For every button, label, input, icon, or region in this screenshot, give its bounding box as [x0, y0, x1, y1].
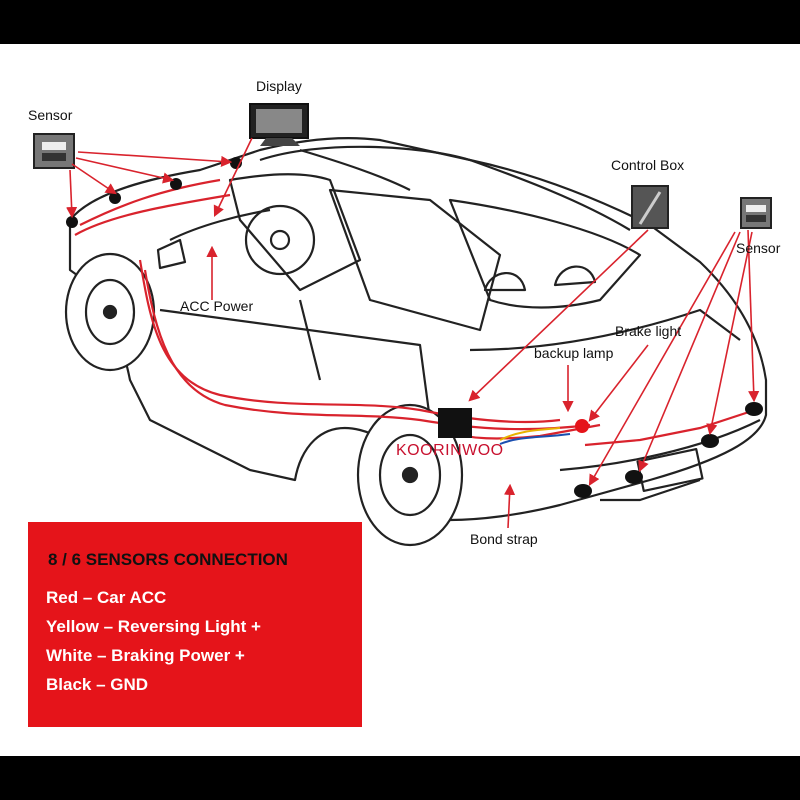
connector-lines: [66, 137, 760, 529]
legend-title: 8 / 6 SENSORS CONNECTION: [48, 550, 288, 569]
diagram-canvas: Display Sensor Control Box Sensor ACC Po…: [0, 44, 800, 756]
front-sensor-dots: [66, 157, 242, 228]
control-box-device: [631, 185, 669, 229]
legend-line-white: White – Braking Power +: [46, 646, 245, 665]
watermark: KOORINWOO: [396, 442, 504, 459]
legend-line-black: Black – GND: [46, 675, 149, 694]
label-control-box: Control Box: [611, 157, 685, 173]
label-sensor-rear: Sensor: [736, 240, 781, 256]
label-display: Display: [256, 78, 302, 94]
label-acc-power: ACC Power: [180, 298, 254, 314]
rear-wheel: [356, 403, 464, 547]
legend-line-yellow: Yellow – Reversing Light +: [46, 617, 261, 636]
display-device: [249, 103, 309, 146]
front-sensor-device: [33, 133, 75, 169]
car-wiring-diagram: [33, 103, 772, 547]
rear-sensor-device: [740, 197, 772, 229]
label-bond-strap: Bond strap: [470, 531, 538, 547]
label-brake-light: Brake light: [615, 323, 682, 339]
connection-legend-panel: 8 / 6 SENSORS CONNECTION Red – Car ACC Y…: [28, 522, 362, 727]
label-backup-lamp: backup lamp: [534, 345, 614, 361]
label-sensor-front: Sensor: [28, 107, 73, 123]
legend-line-red: Red – Car ACC: [46, 588, 167, 607]
rear-sensor-dots: [574, 402, 763, 498]
control-box-unit: [438, 408, 472, 438]
front-wheel: [64, 252, 156, 372]
